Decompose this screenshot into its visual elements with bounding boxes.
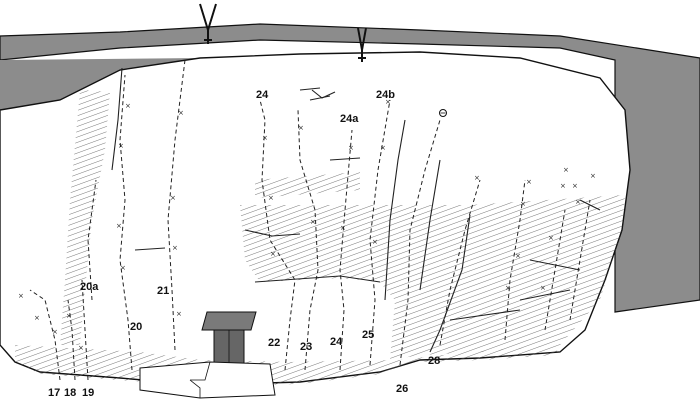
bolt-marker-icon: × — [118, 142, 124, 150]
route-label-17: 17 — [48, 387, 60, 399]
route-label-20: 20 — [130, 321, 142, 333]
bolt-marker-icon: × — [18, 292, 24, 300]
route-label-24-top: 24 — [256, 89, 269, 101]
tree-icon — [199, 3, 367, 62]
building-base — [139, 361, 276, 399]
hatched-ledge-left — [60, 90, 110, 345]
rock-cracks — [111, 67, 601, 353]
bolt-marker-icon: × — [540, 284, 546, 292]
grey-background-band — [0, 23, 700, 313]
bolt-marker-icon: × — [268, 194, 274, 202]
bolt-marker-icon: × — [575, 198, 581, 206]
bolt-marker-icon: × — [170, 194, 176, 202]
bolt-marker-icon: × — [380, 144, 386, 152]
building — [139, 311, 276, 399]
route-label-24-low: 24 — [330, 336, 343, 348]
bolt-marker-icon: × — [34, 314, 40, 322]
bolt-marker-icon: × — [120, 264, 126, 272]
bolt-markers: × × × × × × × × × × × × × × × × × × × × … — [18, 98, 596, 352]
bolt-marker-icon: × — [178, 109, 184, 117]
route-label-23: 23 — [300, 341, 312, 353]
route-label-24a: 24a — [340, 113, 359, 125]
bolt-marker-icon: × — [348, 144, 354, 152]
bolt-marker-icon: × — [385, 98, 391, 106]
bolt-marker-icon: × — [572, 182, 578, 190]
route-label-25: 25 — [362, 329, 374, 341]
route-label-24b: 24b — [376, 89, 395, 101]
bolt-marker-icon: × — [66, 312, 72, 320]
route-label-26: 26 — [396, 383, 408, 395]
hatched-slab-middle — [240, 195, 625, 360]
bolt-marker-icon: × — [590, 172, 596, 180]
route-label-28: 28 — [428, 355, 440, 367]
bolt-marker-icon: × — [172, 244, 178, 252]
lower-off-icon — [439, 109, 447, 117]
grey-background-band-left — [0, 36, 200, 110]
bolt-marker-icon: × — [52, 328, 58, 336]
bolt-marker-icon: × — [262, 134, 268, 142]
bolt-marker-icon: × — [78, 344, 84, 352]
bolt-marker-icon: × — [548, 234, 554, 242]
route-label-20a: 20a — [80, 281, 99, 293]
building-roof — [201, 311, 257, 331]
route-label-22: 22 — [268, 337, 280, 349]
bolt-marker-icon: × — [526, 178, 532, 186]
hatched-ledge-upper — [255, 172, 360, 198]
bolt-marker-icon: × — [505, 284, 511, 292]
bolt-marker-icon: × — [176, 310, 182, 318]
bolt-marker-icon: × — [563, 166, 569, 174]
route-label-19: 19 — [82, 387, 94, 399]
bolt-marker-icon: × — [560, 182, 566, 190]
route-label-21: 21 — [157, 285, 169, 297]
route-lines — [29, 59, 591, 381]
bolt-marker-icon: × — [372, 238, 378, 246]
bolt-marker-icon: × — [515, 252, 521, 260]
bolt-marker-icon: × — [125, 102, 131, 110]
bolt-marker-icon: × — [116, 222, 122, 230]
route-label-18: 18 — [64, 387, 76, 399]
bolt-marker-icon: × — [270, 250, 276, 258]
bolt-marker-icon: × — [298, 124, 304, 132]
bolt-marker-icon: × — [310, 218, 316, 226]
bolt-marker-icon: × — [340, 224, 346, 232]
bolt-marker-icon: × — [474, 174, 480, 182]
bolt-marker-icon: × — [520, 200, 526, 208]
route-labels: 17 18 19 20 20a 21 22 23 24 24 24a 24b 2… — [48, 89, 440, 399]
